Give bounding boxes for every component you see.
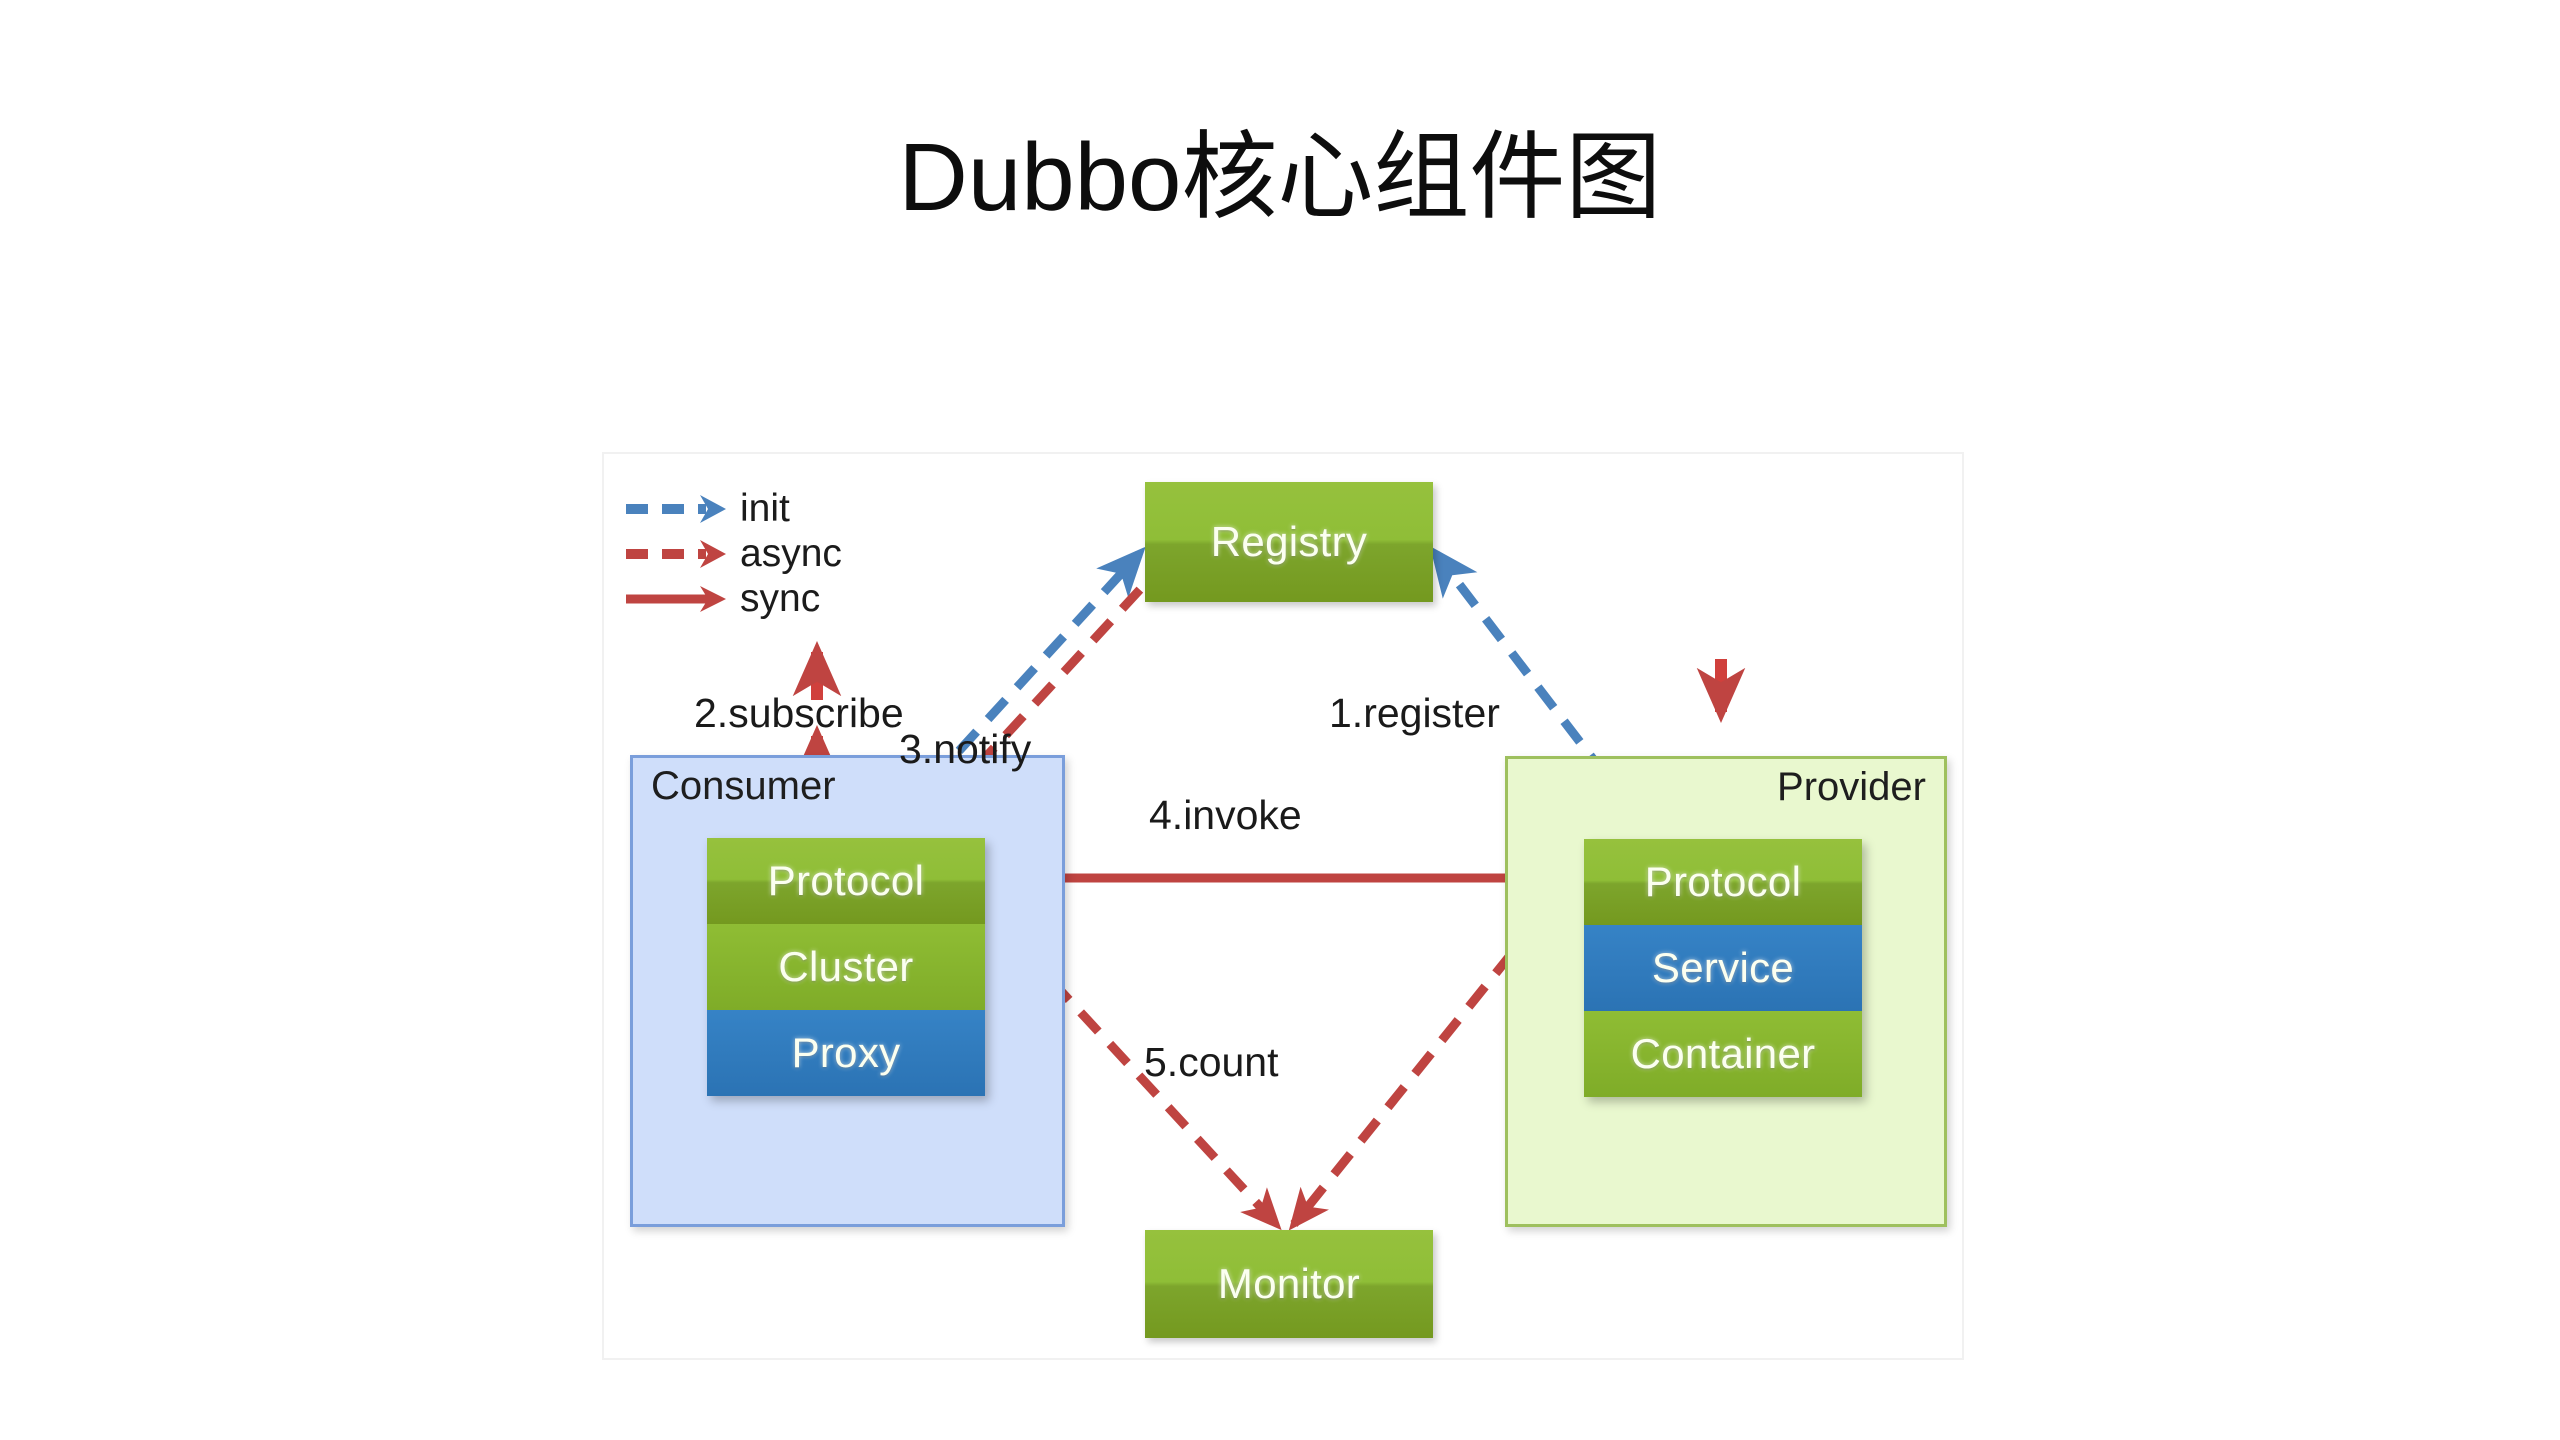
provider-layer-container[interactable]: Container — [1584, 1011, 1862, 1097]
edge-label-subscribe: 2.subscribe — [694, 690, 904, 736]
consumer-layer-protocol[interactable]: Protocol — [707, 838, 985, 924]
solid-arrow-icon — [626, 586, 726, 612]
node-monitor-label: Monitor — [1217, 1260, 1361, 1307]
edge-label-notify: 3.notify — [899, 726, 1032, 772]
panel-provider[interactable]: Provider Protocol Service Container — [1505, 756, 1947, 1227]
diagram-canvas: init async sync Registry Consumer Protoc… — [602, 452, 1964, 1360]
provider-layer-service[interactable]: Service — [1584, 925, 1862, 1011]
dashed-arrow-icon — [626, 495, 726, 523]
consumer-layer-cluster-label: Cluster — [778, 943, 914, 990]
dashed-arrow-icon — [626, 540, 726, 568]
legend-item-async: async — [622, 531, 912, 576]
panel-consumer-title: Consumer — [651, 764, 836, 808]
consumer-layer-protocol-label: Protocol — [767, 857, 925, 904]
legend-item-init: init — [622, 486, 912, 531]
consumer-layer-cluster[interactable]: Cluster — [707, 924, 985, 1010]
legend-item-sync: sync — [622, 576, 912, 621]
consumer-layer-proxy-label: Proxy — [791, 1029, 901, 1076]
edge-label-count: 5.count — [1144, 1039, 1279, 1085]
page-title: Dubbo核心组件图 — [898, 124, 1662, 231]
edge-count-provider — [1288, 883, 1570, 1231]
provider-layer-service-label: Service — [1651, 944, 1795, 991]
legend: init async sync — [622, 486, 912, 621]
panel-provider-title: Provider — [1777, 765, 1926, 809]
legend-label-async: async — [740, 532, 842, 575]
edge-notify — [893, 554, 1173, 858]
legend-label-init: init — [740, 487, 790, 530]
consumer-layer-stack: Protocol Cluster Proxy — [707, 838, 985, 1096]
provider-layer-stack: Protocol Service Container — [1584, 839, 1862, 1097]
node-registry[interactable]: Registry — [1145, 482, 1433, 602]
consumer-layer-proxy[interactable]: Proxy — [707, 1010, 985, 1096]
edge-label-invoke: 4.invoke — [1149, 792, 1302, 838]
edge-label-register: 1.register — [1329, 690, 1500, 736]
provider-layer-protocol-label: Protocol — [1644, 858, 1802, 905]
edge-count-consumer — [960, 882, 1282, 1231]
node-registry-label: Registry — [1210, 518, 1368, 565]
legend-label-sync: sync — [740, 577, 821, 620]
edge-register — [1429, 546, 1610, 779]
provider-layer-container-label: Container — [1630, 1030, 1816, 1077]
panel-consumer[interactable]: Consumer Protocol Cluster Proxy — [630, 755, 1065, 1227]
node-monitor[interactable]: Monitor — [1145, 1230, 1433, 1338]
provider-layer-protocol[interactable]: Protocol — [1584, 839, 1862, 925]
